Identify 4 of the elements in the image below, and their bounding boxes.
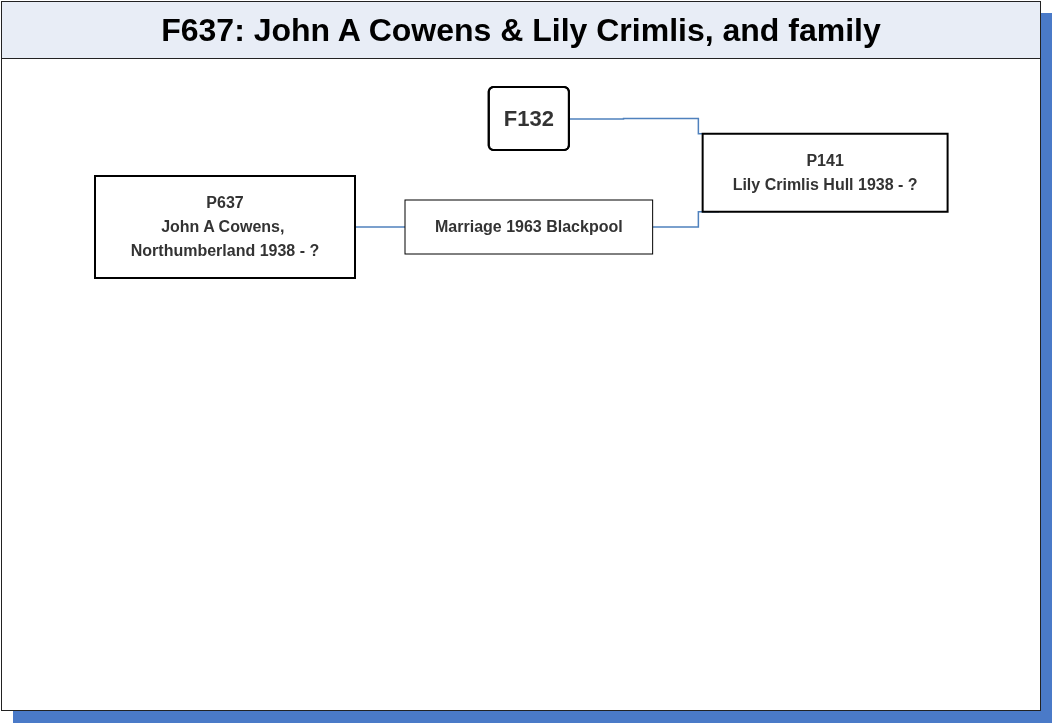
node-box: P141 Lily Crimlis Hull 1938 - ? <box>701 132 949 213</box>
diagram-title: F637: John A Cowens & Lily Crimlis, and family <box>2 2 1040 59</box>
node-box: Marriage 1963 Blackpool <box>404 199 653 255</box>
node-box: P637 John A Cowens, Northumberland 1938 - ? <box>93 175 356 279</box>
